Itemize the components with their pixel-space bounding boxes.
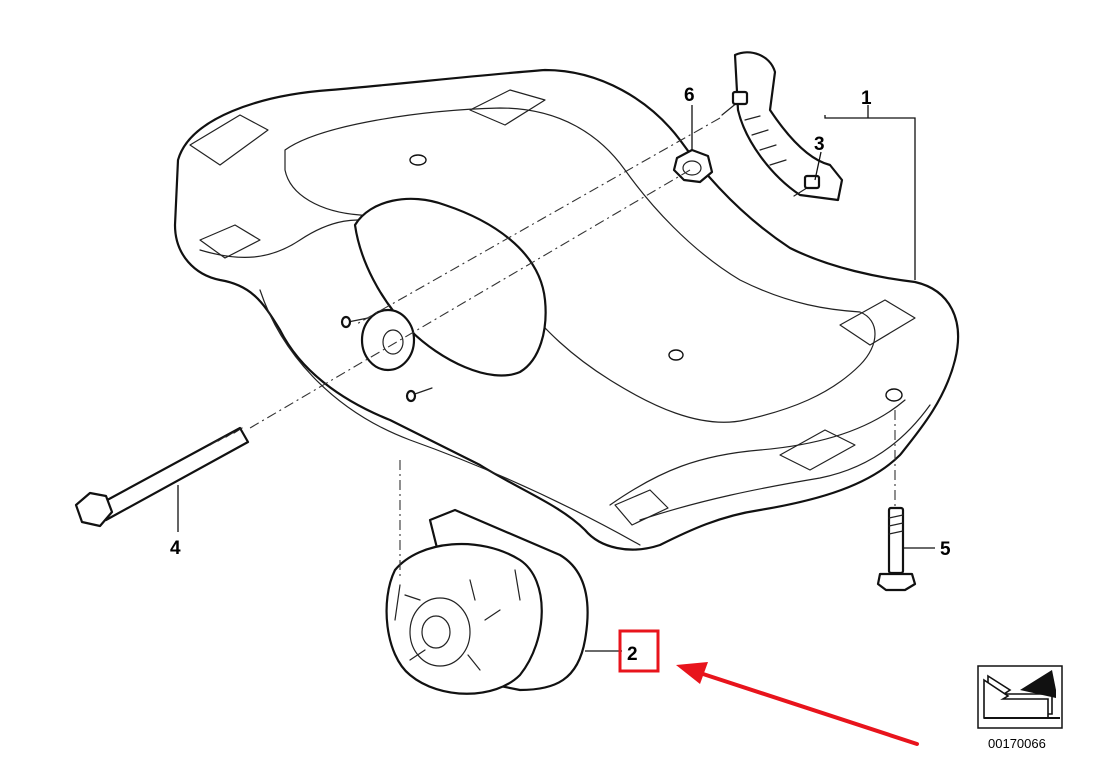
callout-1: 1 <box>861 88 872 109</box>
direction-arrow-icon <box>983 670 1060 719</box>
callout-leader-lines <box>177 105 935 652</box>
callout-6: 6 <box>684 85 695 106</box>
highlight-box-callout-2 <box>618 629 660 673</box>
short-bolt-part-5 <box>876 506 917 592</box>
red-pointer-arrow <box>676 662 919 746</box>
callout-labels: 1 3 6 4 5 2 <box>170 85 951 665</box>
assembly-center-lines <box>249 117 896 580</box>
crossmember-frame <box>173 68 960 551</box>
callout-3: 3 <box>814 134 825 155</box>
diagram-code-badge: 00170066 <box>977 665 1063 751</box>
clip-bracket-part-3 <box>721 51 844 202</box>
diagram-code: 00170066 <box>988 736 1046 751</box>
rubber-mount-part-2 <box>385 508 589 695</box>
long-bolt-part-4 <box>74 426 250 528</box>
callout-2: 2 <box>627 644 638 665</box>
callout-5: 5 <box>940 539 951 560</box>
callout-4: 4 <box>170 538 181 559</box>
